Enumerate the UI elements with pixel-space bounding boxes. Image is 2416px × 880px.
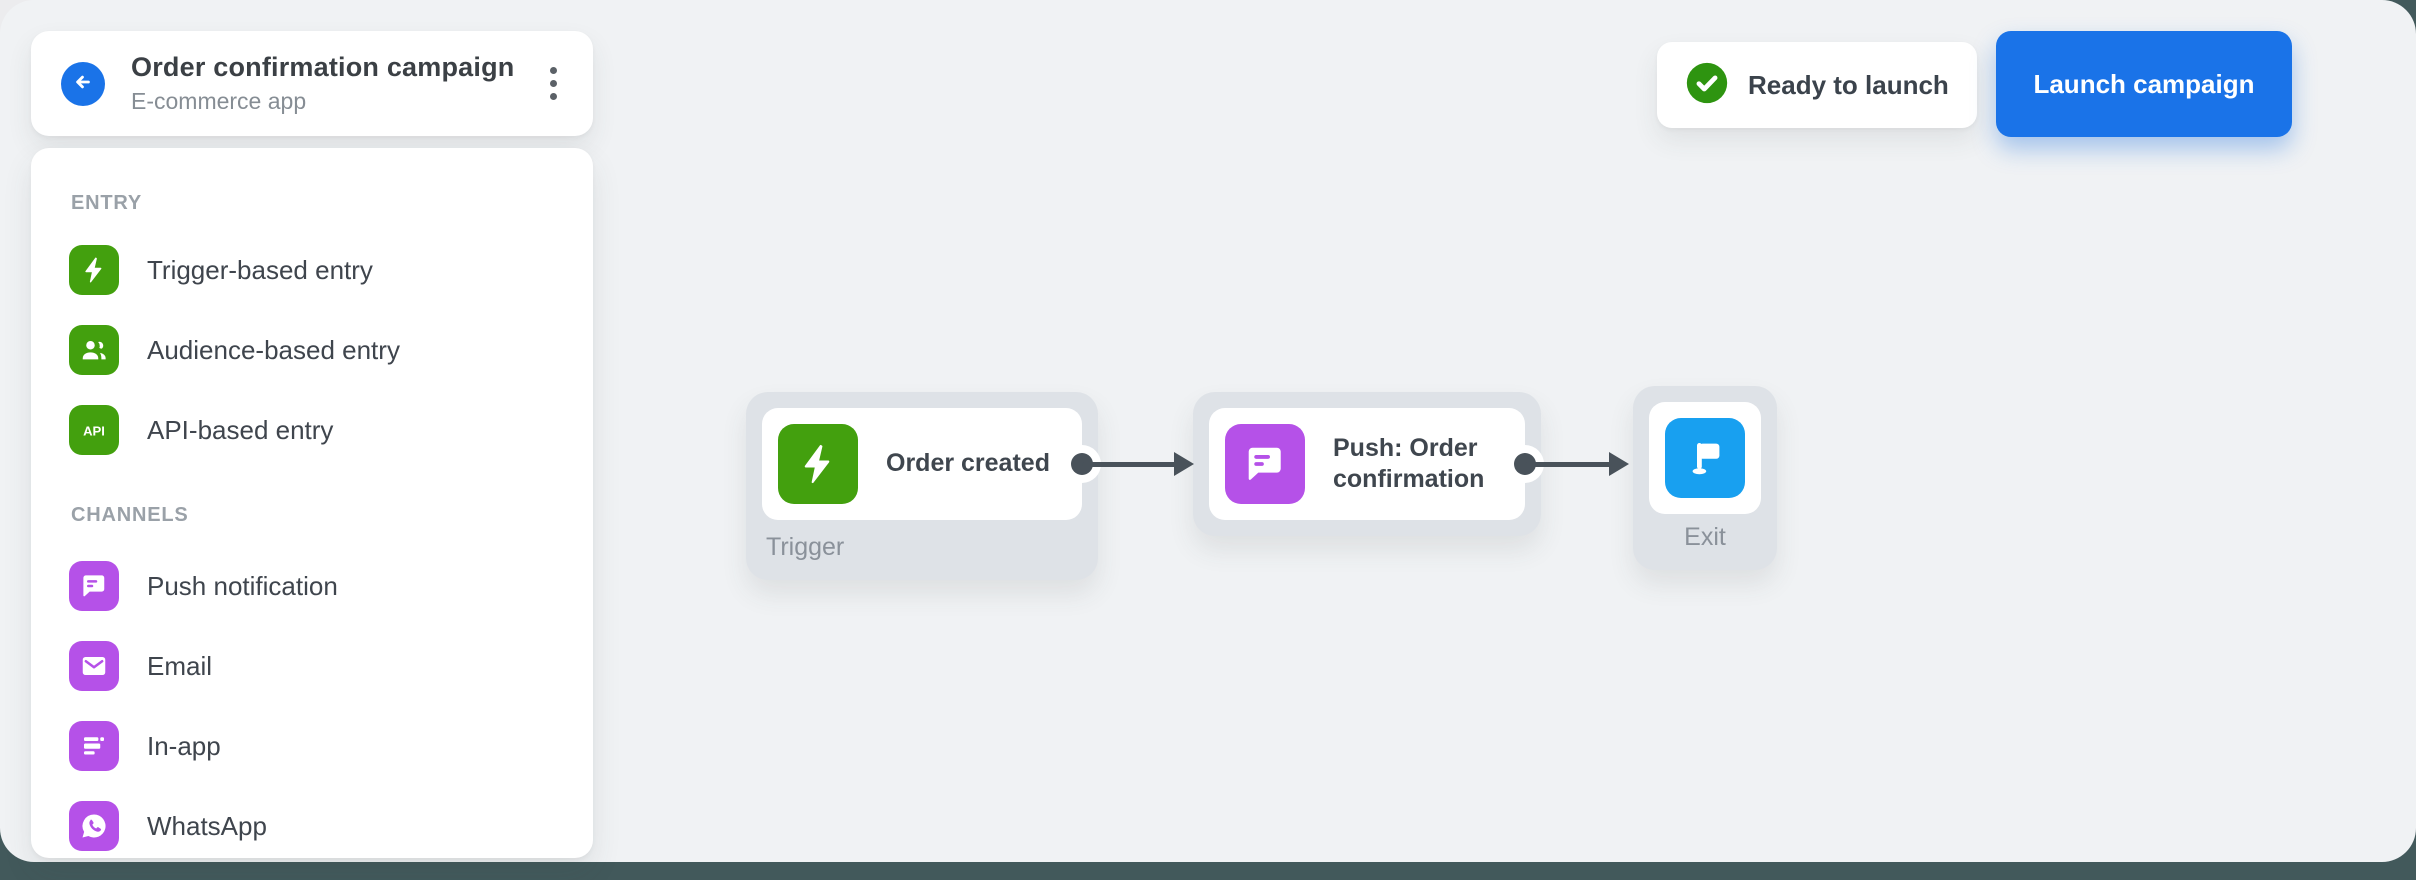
kebab-menu-icon[interactable] — [544, 61, 563, 106]
node-title: Order created — [886, 449, 1050, 478]
push-node-card[interactable]: Push: Order confirmation — [1209, 408, 1536, 520]
campaign-title: Order confirmation campaign — [131, 52, 515, 82]
node-palette-sidebar: ENTRY Trigger-based entry Audience-based… — [31, 148, 593, 858]
campaign-header-card: Order confirmation campaign E-commerce a… — [31, 31, 593, 136]
flow-node-push: Push: Order confirmation — [1193, 392, 1541, 536]
sidebar-item-label: Email — [147, 650, 213, 681]
sidebar-item-label: WhatsApp — [147, 810, 267, 841]
svg-text:API: API — [83, 424, 105, 439]
trigger-node-card[interactable]: Order created — [762, 408, 1093, 520]
in-app-icon — [69, 721, 119, 771]
sidebar-item-label: Trigger-based entry — [147, 254, 373, 285]
whatsapp-icon — [69, 801, 119, 851]
sidebar-item-label: In-app — [147, 730, 221, 761]
sidebar-item-audience-based-entry[interactable]: Audience-based entry — [69, 325, 563, 375]
node-type-label: Exit — [1684, 523, 1726, 551]
section-title-entry: ENTRY — [71, 192, 143, 214]
sidebar-item-email[interactable]: Email — [69, 641, 563, 691]
chat-bubble-icon — [69, 561, 119, 611]
status-label: Ready to launch — [1748, 69, 1949, 100]
people-icon — [69, 325, 119, 375]
arrowhead-icon — [1174, 452, 1194, 476]
flag-icon — [1665, 418, 1745, 498]
sidebar-item-api-based-entry[interactable]: API API-based entry — [69, 405, 563, 455]
sidebar-item-label: Push notification — [147, 570, 338, 601]
flow-node-trigger: Order created Trigger — [746, 392, 1098, 580]
back-button[interactable] — [61, 61, 105, 106]
exit-node-card[interactable] — [1649, 402, 1761, 514]
sidebar-item-label: API-based entry — [147, 414, 334, 445]
node-title: Push: Order confirmation — [1333, 433, 1485, 494]
sidebar-item-push-notification[interactable]: Push notification — [69, 561, 563, 611]
sidebar-item-whatsapp[interactable]: WhatsApp — [69, 801, 563, 851]
envelope-icon — [69, 641, 119, 691]
sidebar-item-in-app[interactable]: In-app — [69, 721, 563, 771]
arrowhead-icon — [1609, 452, 1629, 476]
sidebar-item-label: Audience-based entry — [147, 334, 400, 365]
api-icon: API — [69, 405, 119, 455]
status-badge: Ready to launch — [1657, 42, 1977, 128]
check-circle-icon — [1685, 61, 1729, 110]
chat-bubble-icon — [1225, 424, 1305, 504]
arrow-left-icon — [70, 69, 96, 98]
campaign-subtitle: E-commerce app — [131, 88, 307, 114]
sidebar-item-trigger-based-entry[interactable]: Trigger-based entry — [69, 245, 563, 295]
lightning-icon — [69, 245, 119, 295]
section-title-channels: CHANNELS — [71, 504, 189, 526]
campaign-canvas[interactable]: Order confirmation campaign E-commerce a… — [0, 0, 2416, 862]
node-type-label: Trigger — [766, 533, 845, 561]
lightning-icon — [778, 424, 858, 504]
flow-node-exit: Exit — [1633, 386, 1777, 570]
launch-campaign-button[interactable]: Launch campaign — [1996, 31, 2292, 137]
